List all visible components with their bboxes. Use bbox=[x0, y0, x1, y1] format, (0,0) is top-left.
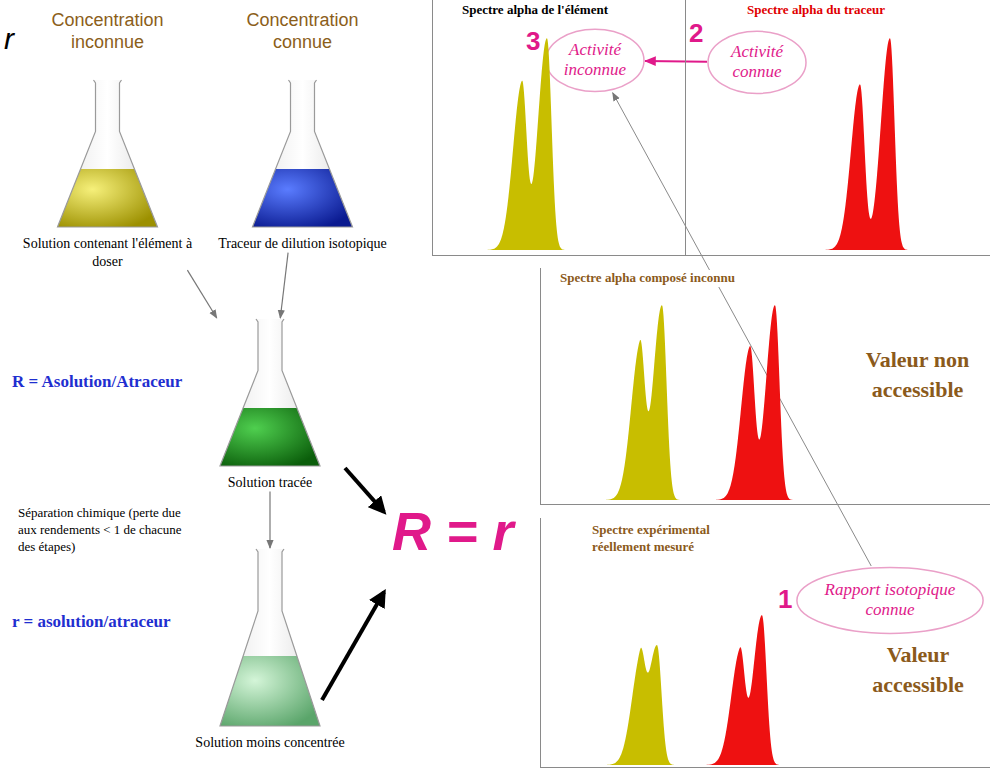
callout-ellipse: Activité inconnue bbox=[545, 28, 645, 93]
flask: Concentration inconnueSolution contenant… bbox=[20, 10, 195, 270]
callout-ellipse: Rapport isotopique connue bbox=[795, 566, 985, 635]
flask-caption: Solution moins concentrée bbox=[180, 734, 360, 752]
alpha-spectrum bbox=[785, 38, 925, 250]
connector-arrow bbox=[280, 253, 288, 318]
flask-caption: Solution tracée bbox=[190, 474, 350, 492]
flask-drawing bbox=[190, 318, 350, 468]
heading-fragment: r bbox=[4, 22, 34, 56]
alpha-spectrum bbox=[670, 615, 790, 765]
panel-title: Spectre alpha du traceur bbox=[745, 2, 887, 19]
flask-drawing bbox=[20, 79, 195, 229]
formula: R = Asolution/Atraceur bbox=[12, 372, 190, 392]
bold-arrow bbox=[345, 468, 384, 512]
status-note: Valeur non accessible bbox=[845, 345, 990, 404]
flask: Concentration connueTraceur de dilution … bbox=[215, 10, 390, 253]
spectrum-plot bbox=[685, 0, 990, 256]
formula: r = asolution/atraceur bbox=[12, 612, 187, 632]
flask-caption: Solution contenant l'élément à doser bbox=[20, 235, 195, 270]
spectrum-panel: Activité connue Spectre alpha du traceur bbox=[685, 0, 990, 256]
callout-number: 2 bbox=[689, 18, 709, 49]
spectrum-panel: Activité inconnue Spectre alpha de l'élém… bbox=[432, 0, 685, 256]
callout-text: Activité connue bbox=[721, 42, 793, 83]
callout-ellipse: Activité connue bbox=[707, 30, 807, 95]
status-note: Valeur accessible bbox=[852, 640, 984, 699]
bold-arrow bbox=[322, 592, 384, 700]
spectrum-plot bbox=[432, 0, 685, 256]
connector-arrow bbox=[269, 492, 270, 549]
callout-text: Activité inconnue bbox=[559, 40, 631, 81]
concentration-heading: Concentration connue bbox=[228, 10, 378, 53]
callout-text: Rapport isotopique connue bbox=[823, 580, 957, 621]
connector-arrow bbox=[645, 60, 707, 63]
panel-title: Spectre alpha composé inconnu bbox=[558, 270, 737, 287]
flask-caption: Traceur de dilution isotopique bbox=[215, 235, 390, 253]
flask: Solution moins concentrée bbox=[180, 548, 360, 752]
callout-number: 1 bbox=[778, 584, 798, 615]
concentration-heading: Concentration inconnue bbox=[33, 10, 183, 53]
panel-title: Spectre alpha de l'élément bbox=[460, 2, 610, 19]
flask: Solution tracée bbox=[190, 318, 350, 492]
flask-drawing bbox=[215, 79, 390, 229]
panel-title: Spectre expérimental réellement mesuré bbox=[590, 522, 744, 556]
alpha-spectrum bbox=[570, 305, 690, 500]
callout-number: 3 bbox=[526, 26, 546, 57]
equation: R = r bbox=[392, 500, 542, 562]
alpha-spectrum bbox=[452, 38, 582, 250]
alpha-spectrum bbox=[680, 305, 805, 500]
process-note: Séparation chimique (perte due aux rende… bbox=[18, 505, 183, 556]
flask-drawing bbox=[180, 548, 360, 728]
alpha-spectrum bbox=[580, 645, 680, 765]
connector-arrow bbox=[187, 270, 216, 318]
